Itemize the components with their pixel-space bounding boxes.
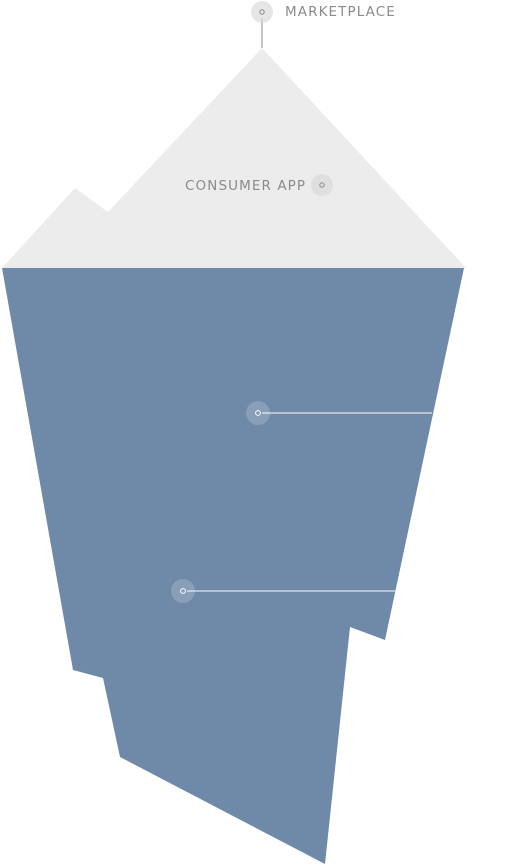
marketplace-marker[interactable]: [251, 1, 273, 48]
consumer-app-marker[interactable]: [311, 174, 333, 196]
marketplace-marker-dot: [259, 9, 265, 15]
iceberg-tip: [2, 48, 466, 268]
underwater-marker-upper[interactable]: [246, 401, 432, 425]
consumer-app-marker-dot: [319, 182, 325, 188]
underwater-marker-upper-halo: [246, 401, 270, 425]
iceberg-underwater-mass: [2, 268, 464, 864]
marketplace-label: MARKETPLACE: [285, 4, 396, 20]
underwater-marker-lower-halo: [171, 579, 195, 603]
marketplace-marker-halo: [251, 1, 273, 23]
underwater-marker-lower-dot: [180, 588, 186, 594]
consumer-app-marker-halo: [311, 174, 333, 196]
underwater-marker-lower[interactable]: [171, 579, 396, 603]
consumer-app-label: CONSUMER APP: [185, 178, 307, 194]
underwater-marker-upper-dot: [255, 410, 261, 416]
